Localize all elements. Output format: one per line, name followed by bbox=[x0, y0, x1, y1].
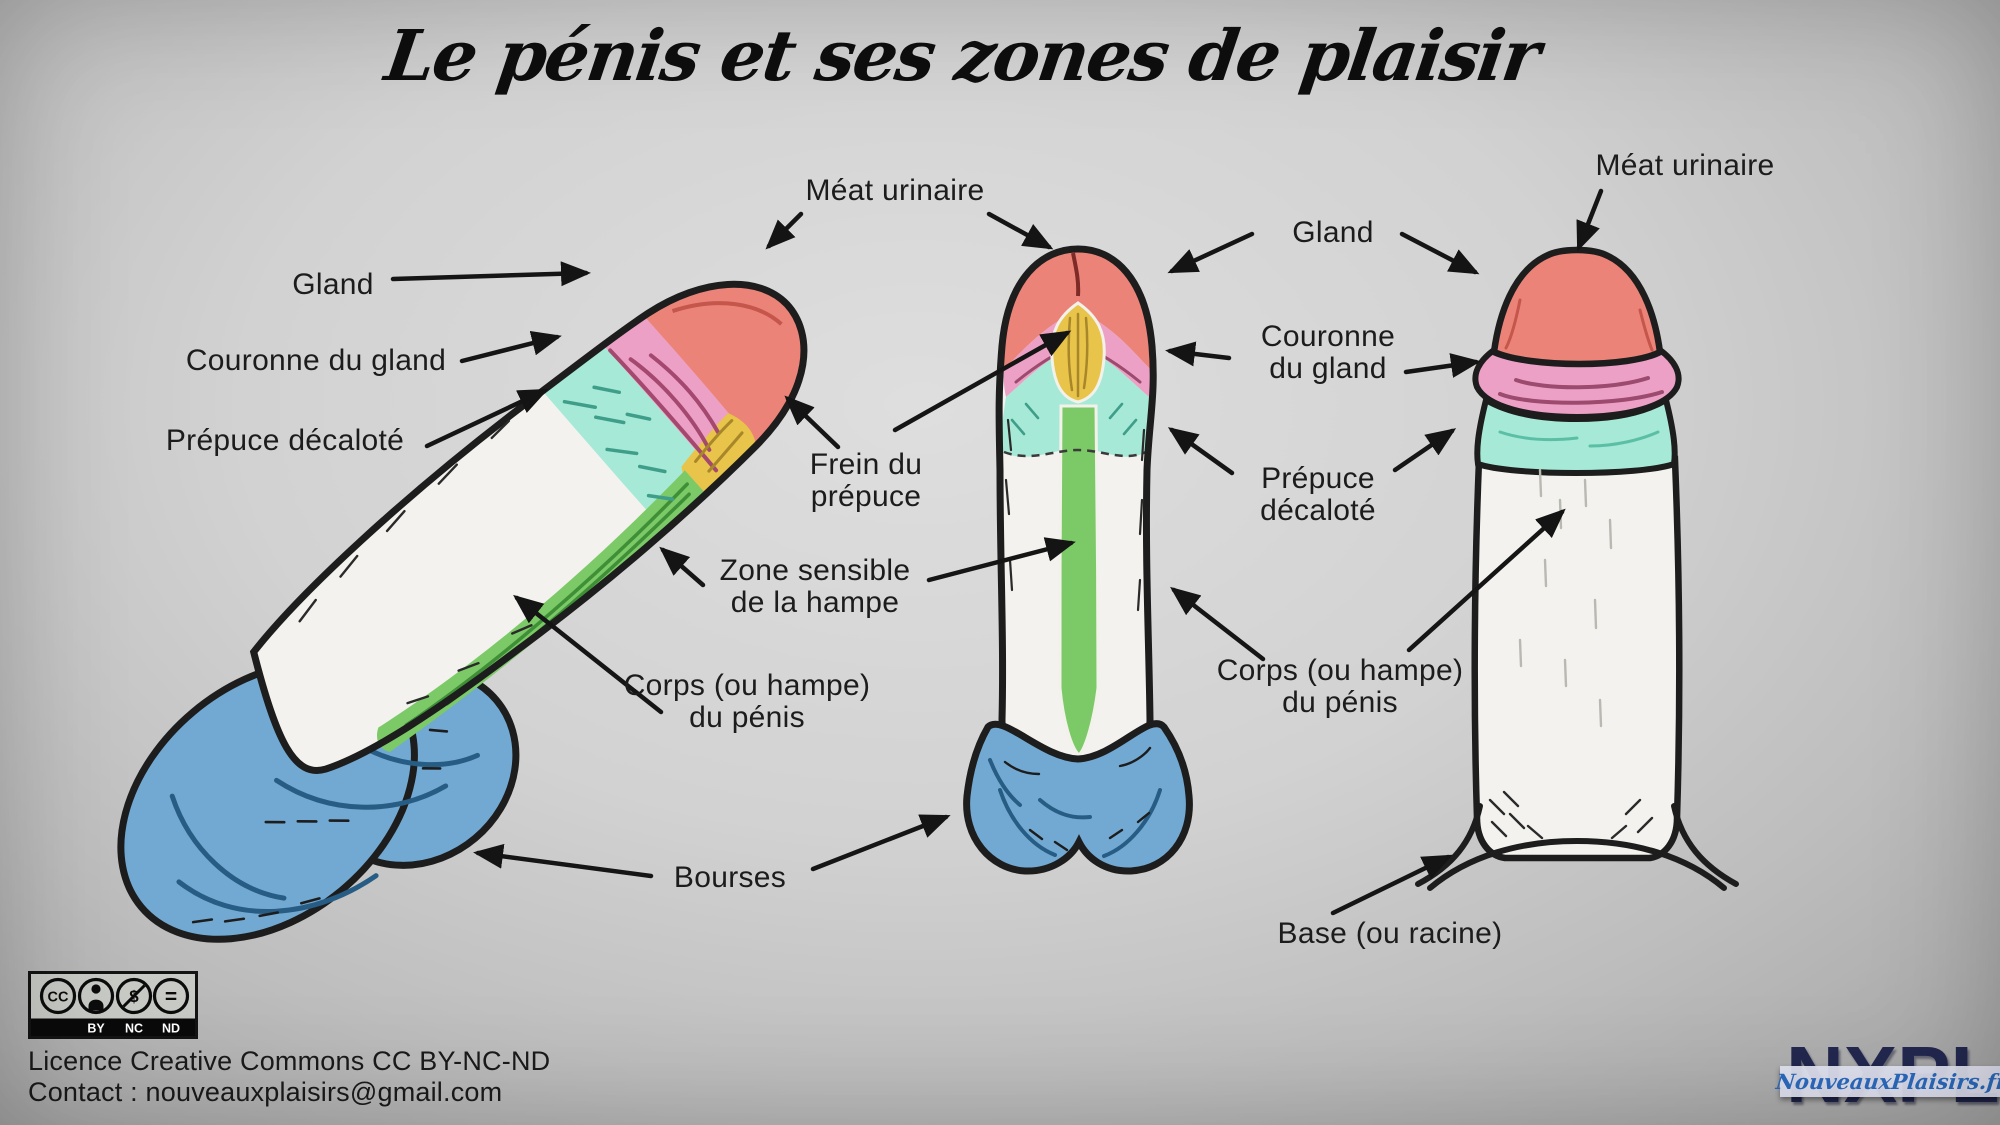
label-meat-center: Méat urinaire bbox=[805, 174, 985, 207]
label-zone-sensible: Zone sensible de la hampe bbox=[720, 555, 911, 619]
label-line: Corps (ou hampe) bbox=[623, 669, 871, 702]
arrow-prepuce-right-to-back bbox=[1392, 428, 1457, 473]
label-gland-left: Gland bbox=[292, 268, 374, 301]
foreskin-seam-dashed bbox=[1003, 448, 1147, 458]
arrow-frein-to-side bbox=[784, 395, 841, 450]
arrow-zone-to-front bbox=[926, 537, 1076, 583]
annotation-arrows bbox=[390, 188, 1604, 916]
cc-by-label: BY bbox=[87, 1022, 105, 1036]
label-line: du pénis bbox=[1282, 686, 1398, 719]
label-base: Base (ou racine) bbox=[1277, 917, 1503, 950]
glans-zone-back bbox=[1490, 246, 1664, 368]
arrow-base bbox=[1330, 854, 1453, 916]
glans-zone-side bbox=[644, 285, 803, 447]
arrow-frein-to-front bbox=[892, 330, 1072, 433]
label-gland-right: Gland bbox=[1292, 216, 1374, 249]
label-prepuce-left: Prépuce décaloté bbox=[165, 424, 405, 457]
contact-text: Contact : nouveauxplaisirs@gmail.com bbox=[28, 1077, 503, 1107]
license-text: Licence Creative Commons CC BY-NC-ND bbox=[28, 1046, 551, 1076]
noderivatives-circle-icon bbox=[152, 977, 190, 1015]
label-line: de la hampe bbox=[730, 586, 900, 619]
scrotum-sketch-front bbox=[1003, 746, 1152, 852]
page-title: Le pénis et ses zones de plaisir bbox=[380, 14, 1544, 97]
nxpl-logo-site-text: NouveauxPlaisirs.fr bbox=[1774, 1069, 2000, 1094]
label-line: Frein du bbox=[809, 448, 923, 481]
cc-badge-black-strip bbox=[31, 1018, 195, 1036]
frenulum-creases bbox=[694, 419, 744, 473]
label-line: Zone sensible bbox=[719, 554, 911, 587]
glans-highlight-crease bbox=[671, 301, 783, 326]
arrow-zone-to-side bbox=[659, 546, 706, 588]
scrotum-hatching-front bbox=[988, 758, 1162, 858]
label-line: Corps (ou hampe) bbox=[1216, 654, 1464, 687]
label-line: prépuce bbox=[810, 480, 922, 513]
foreskin-creases-back bbox=[1498, 430, 1660, 448]
attribution-circle-icon bbox=[77, 977, 115, 1015]
no-dollar-icon: $ bbox=[122, 984, 146, 1008]
corona-creases-back bbox=[1498, 376, 1664, 405]
label-line: Prépuce bbox=[1261, 462, 1375, 495]
frenulum-zone-side bbox=[681, 413, 756, 493]
equals-icon: = bbox=[165, 986, 177, 1009]
illustration-back-view bbox=[1415, 246, 1739, 891]
label-meat-right: Méat urinaire bbox=[1595, 149, 1775, 182]
corona-creases bbox=[608, 348, 720, 473]
label-line: du pénis bbox=[689, 701, 805, 734]
arrow-gland-right-to-back bbox=[1399, 231, 1480, 275]
nxpl-logo: NXPL NouveauxPlaisirs.fr bbox=[1774, 1035, 2000, 1116]
cc-nd-label: ND bbox=[162, 1022, 180, 1036]
arrow-gland-left bbox=[390, 261, 591, 287]
arrow-corps-right-to-back bbox=[1406, 508, 1566, 653]
label-couronne-left: Couronne du gland bbox=[185, 344, 447, 377]
nxpl-logo-banner: NouveauxPlaisirs.fr bbox=[1774, 1066, 2000, 1097]
shaft-sketch-hatching bbox=[298, 419, 533, 705]
front-view-outline bbox=[995, 245, 1157, 768]
arrow-corps-left bbox=[513, 594, 664, 715]
label-corps-left: Corps (ou hampe) du pénis bbox=[624, 670, 871, 734]
arrow-meat-center-to-front bbox=[986, 211, 1054, 250]
shaft-edge-hatching-front bbox=[1004, 418, 1146, 612]
label-corps-right: Corps (ou hampe) du pénis bbox=[1217, 655, 1464, 719]
arrow-prepuce-left bbox=[424, 388, 549, 449]
label-line: du gland bbox=[1269, 352, 1387, 385]
arrow-meat-center-to-side bbox=[765, 211, 804, 250]
foreskin-hatching bbox=[562, 385, 675, 501]
arrow-meat-right bbox=[1576, 188, 1604, 252]
arrow-corps-right-to-front bbox=[1170, 586, 1266, 662]
label-line: Couronne bbox=[1260, 320, 1396, 353]
label-prepuce-right: Prépuce décaloté bbox=[1260, 463, 1376, 527]
shaft-zone-back bbox=[1471, 455, 1683, 862]
sensitive-stripe-zone-front bbox=[1058, 404, 1100, 758]
person-icon bbox=[88, 984, 104, 1011]
foreskin-hatching-front bbox=[1010, 402, 1138, 436]
glans-shading-back bbox=[1504, 298, 1654, 352]
illustration-front-view bbox=[963, 245, 1193, 875]
side-view-outline bbox=[249, 280, 808, 774]
label-couronne-right: Couronne du gland bbox=[1261, 321, 1395, 385]
arrow-prepuce-right-to-front bbox=[1167, 427, 1235, 476]
cc-glyph: CC bbox=[48, 990, 69, 1006]
arrow-bourses-to-front bbox=[810, 814, 951, 872]
arrow-couronne-right-to-back bbox=[1403, 353, 1481, 378]
arrow-couronne-left bbox=[459, 331, 562, 364]
illustration-side-view bbox=[117, 280, 808, 943]
arrow-bourses-to-side bbox=[473, 843, 654, 879]
arrow-gland-right-to-front bbox=[1167, 231, 1255, 274]
noncommercial-circle-icon bbox=[115, 977, 153, 1015]
cc-license-badge: CC $ = BY NC ND bbox=[28, 971, 198, 1039]
label-bourses: Bourses bbox=[673, 861, 787, 894]
label-line: décaloté bbox=[1260, 494, 1376, 527]
scrotum-hatching bbox=[169, 746, 480, 914]
cc-badge-circles bbox=[39, 977, 190, 1015]
cc-nc-label: NC bbox=[125, 1022, 143, 1036]
label-frein: Frein du prépuce bbox=[810, 449, 922, 513]
glans-cleft-line bbox=[1071, 252, 1081, 297]
cc-circle-icon bbox=[39, 977, 77, 1015]
arrow-couronne-right-to-front bbox=[1165, 341, 1232, 367]
scrotum-sketch-lines bbox=[191, 728, 449, 924]
